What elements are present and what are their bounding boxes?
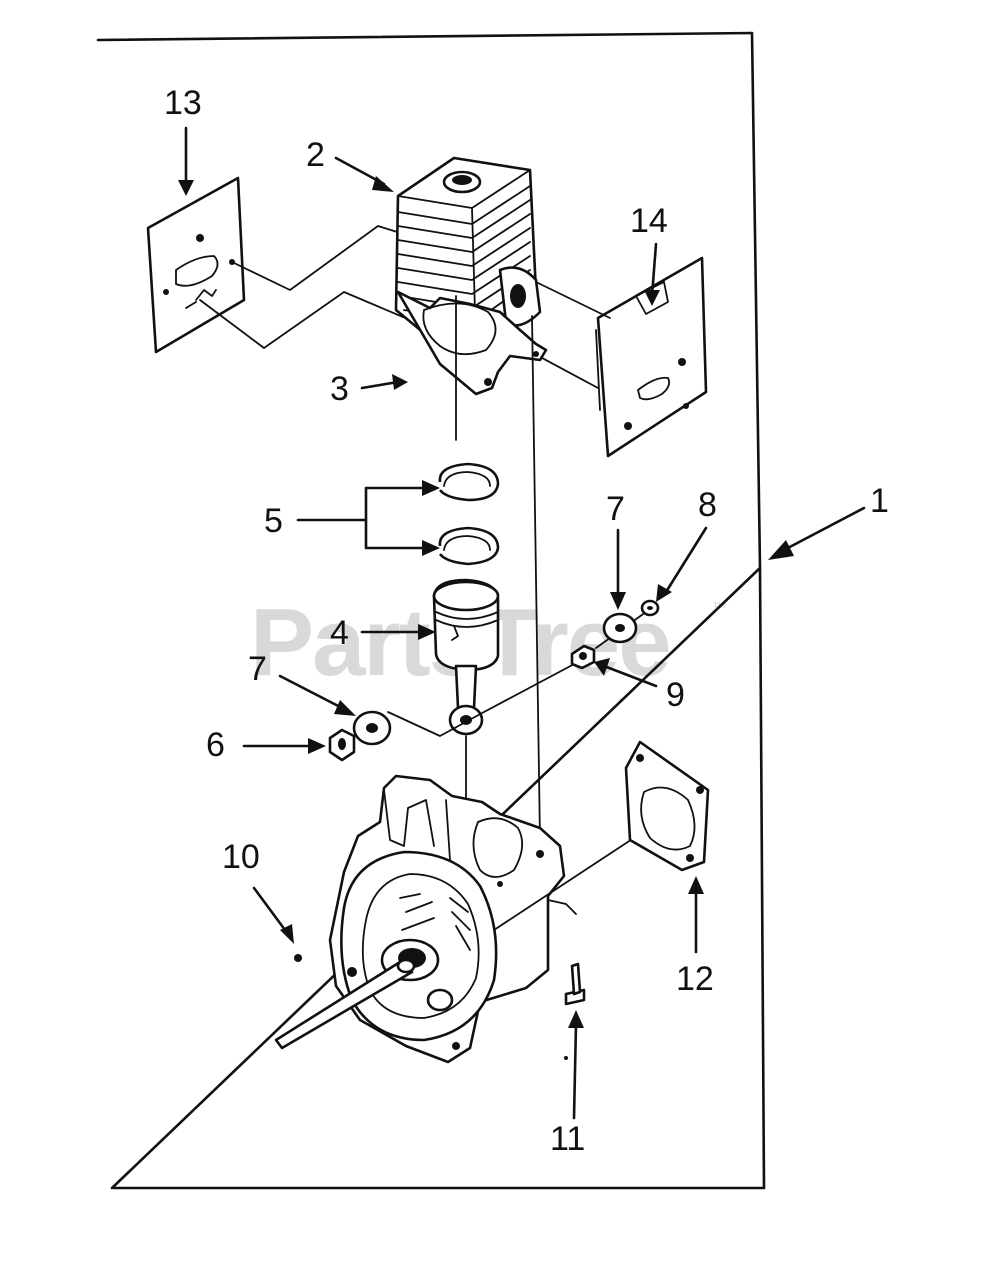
arrow-3	[360, 380, 400, 390]
arrow-11	[572, 1022, 578, 1120]
callout-labels: 13 2 14 3 5 7 8 1 4 7 9 6 10 12 11	[164, 84, 889, 1158]
alignment-line	[387, 661, 579, 737]
intake-gasket	[146, 176, 246, 354]
alignment-line	[231, 225, 411, 291]
exhaust-gasket	[595, 256, 708, 458]
arrow-1	[782, 506, 866, 552]
callout-7-right: 7	[606, 490, 625, 528]
washer	[352, 710, 392, 746]
piston-rings	[438, 462, 500, 566]
screw	[294, 954, 302, 962]
callout-11: 11	[550, 1120, 585, 1158]
cylinder-gasket	[396, 290, 548, 396]
washer	[602, 612, 638, 644]
crankcase-assembly	[328, 774, 577, 1064]
callout-12: 12	[676, 960, 714, 998]
callout-2: 2	[306, 136, 325, 174]
arrow-7-left	[278, 674, 348, 712]
bolt	[564, 962, 586, 1060]
nut	[328, 728, 356, 762]
callout-3: 3	[330, 370, 349, 408]
callout-4: 4	[330, 614, 349, 652]
callout-8: 8	[698, 486, 717, 524]
arrow-9	[602, 664, 658, 688]
callout-13: 13	[164, 84, 202, 122]
alignment-line	[199, 291, 411, 349]
alignment-line	[535, 281, 611, 319]
arrow-8	[664, 526, 708, 594]
callout-1: 1	[870, 482, 889, 520]
callout-6: 6	[206, 726, 225, 764]
crankshaft	[274, 958, 416, 1050]
arrow-14	[650, 242, 658, 298]
alignment-line	[493, 829, 647, 931]
callout-9: 9	[666, 676, 685, 714]
alignment-line	[531, 315, 541, 841]
callout-7-left: 7	[248, 650, 267, 688]
piston	[432, 578, 500, 736]
small-washer	[640, 599, 660, 617]
arrow-10	[252, 886, 290, 936]
callout-10: 10	[222, 838, 260, 876]
callout-14: 14	[630, 202, 668, 240]
crankcase-gasket	[624, 740, 710, 872]
leader-arrows	[178, 126, 866, 1120]
callout-5: 5	[264, 502, 283, 540]
